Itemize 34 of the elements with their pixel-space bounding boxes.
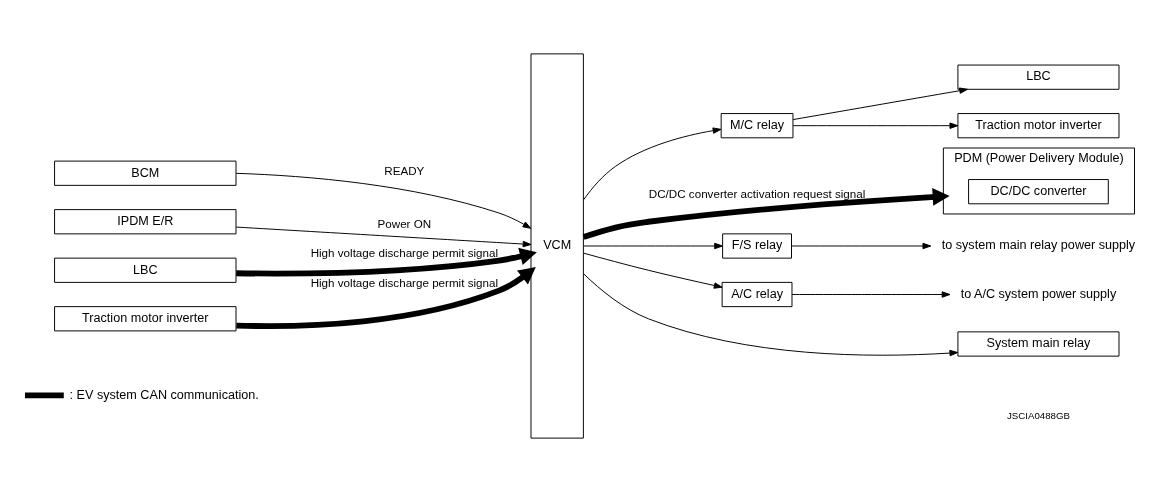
node-box: LBC	[957, 64, 1120, 90]
arrow	[582, 187, 950, 240]
node-box: Traction motor inverter	[54, 305, 237, 331]
arrow	[583, 126, 722, 200]
arrow	[235, 172, 532, 229]
arrow	[791, 290, 951, 298]
edge-label: READY	[384, 163, 425, 177]
node-box: DC/DC converter	[968, 178, 1109, 204]
node-box: F/S relay	[722, 232, 792, 259]
edge-label: High voltage discharge permit signal	[310, 245, 499, 259]
node-box: A/C relay	[721, 281, 793, 307]
node-text: to A/C system power supply	[960, 286, 1117, 301]
label: JSCIA0488GB	[1006, 409, 1070, 421]
edge-label: Power ON	[377, 216, 432, 230]
arrow	[583, 272, 959, 356]
arrow	[583, 252, 723, 289]
arrow	[583, 242, 723, 249]
arrow	[236, 247, 537, 276]
arrow	[235, 226, 532, 247]
node-box: M/C relay	[720, 112, 794, 138]
arrow	[236, 266, 536, 329]
arrow	[791, 242, 932, 249]
node-box: LBC	[54, 257, 237, 283]
arrow	[792, 122, 959, 129]
edge-label: High voltage discharge permit signal	[310, 275, 499, 289]
arrow	[792, 87, 968, 120]
node-box: IPDM E/R	[54, 208, 237, 234]
node-box: Traction motor inverter	[957, 112, 1120, 138]
edge-label: DC/DC converter activation request signal	[648, 186, 866, 200]
node-box: BCM	[54, 160, 237, 186]
legend-label: : EV system CAN communication.	[69, 387, 259, 402]
node-text: to system main relay power supply	[941, 237, 1136, 252]
node-box: System main relay	[957, 330, 1120, 357]
node-box: VCM	[530, 52, 584, 439]
